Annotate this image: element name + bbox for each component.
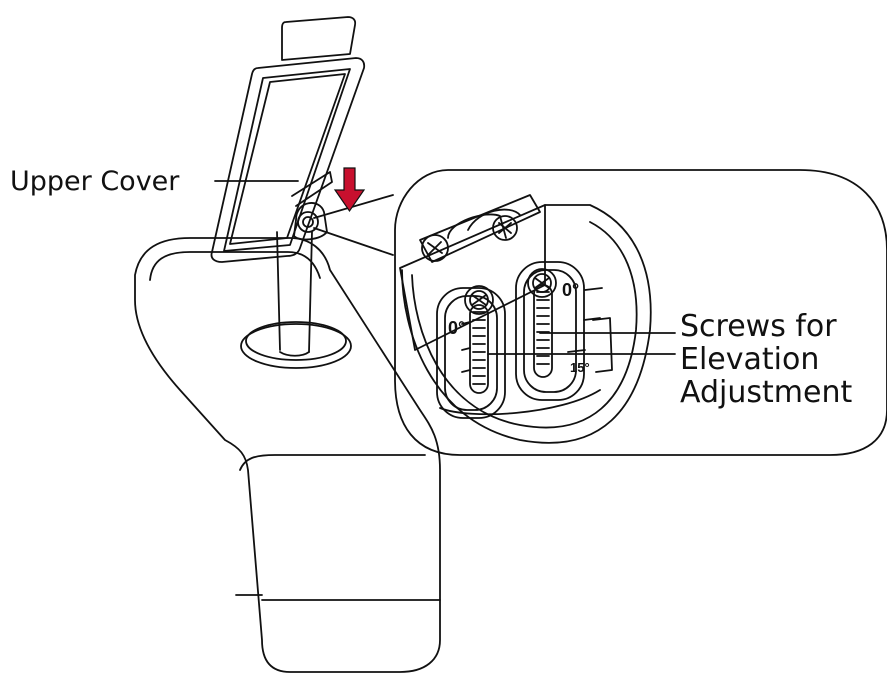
arrow-down-icon: [333, 167, 366, 213]
scale-mark-right-zero: 0°: [562, 280, 579, 300]
screws-label-line-3: Adjustment: [680, 375, 852, 410]
scale-mark-fifteen: 15°: [570, 360, 590, 375]
screws-label-line-2: Elevation: [680, 342, 819, 377]
phillips-screw-icon: [464, 285, 494, 315]
screws-label-line-1: Screws for: [680, 309, 837, 344]
scale-mark-left-zero: 0°: [448, 318, 465, 338]
stand-pole: [276, 231, 313, 357]
terminal-device: [210, 16, 366, 263]
callout-lines: [313, 194, 394, 256]
leader-lines: [214, 180, 676, 355]
phillips-screw-icon: [421, 234, 449, 262]
phillips-screw-icon: [527, 268, 557, 298]
upper-cover-label: Upper Cover: [10, 166, 180, 197]
phillips-screw-icon: [492, 215, 518, 241]
stand-base-disc: [240, 321, 352, 369]
bracket-detail: [399, 194, 652, 444]
zoom-bubble: [394, 169, 887, 456]
